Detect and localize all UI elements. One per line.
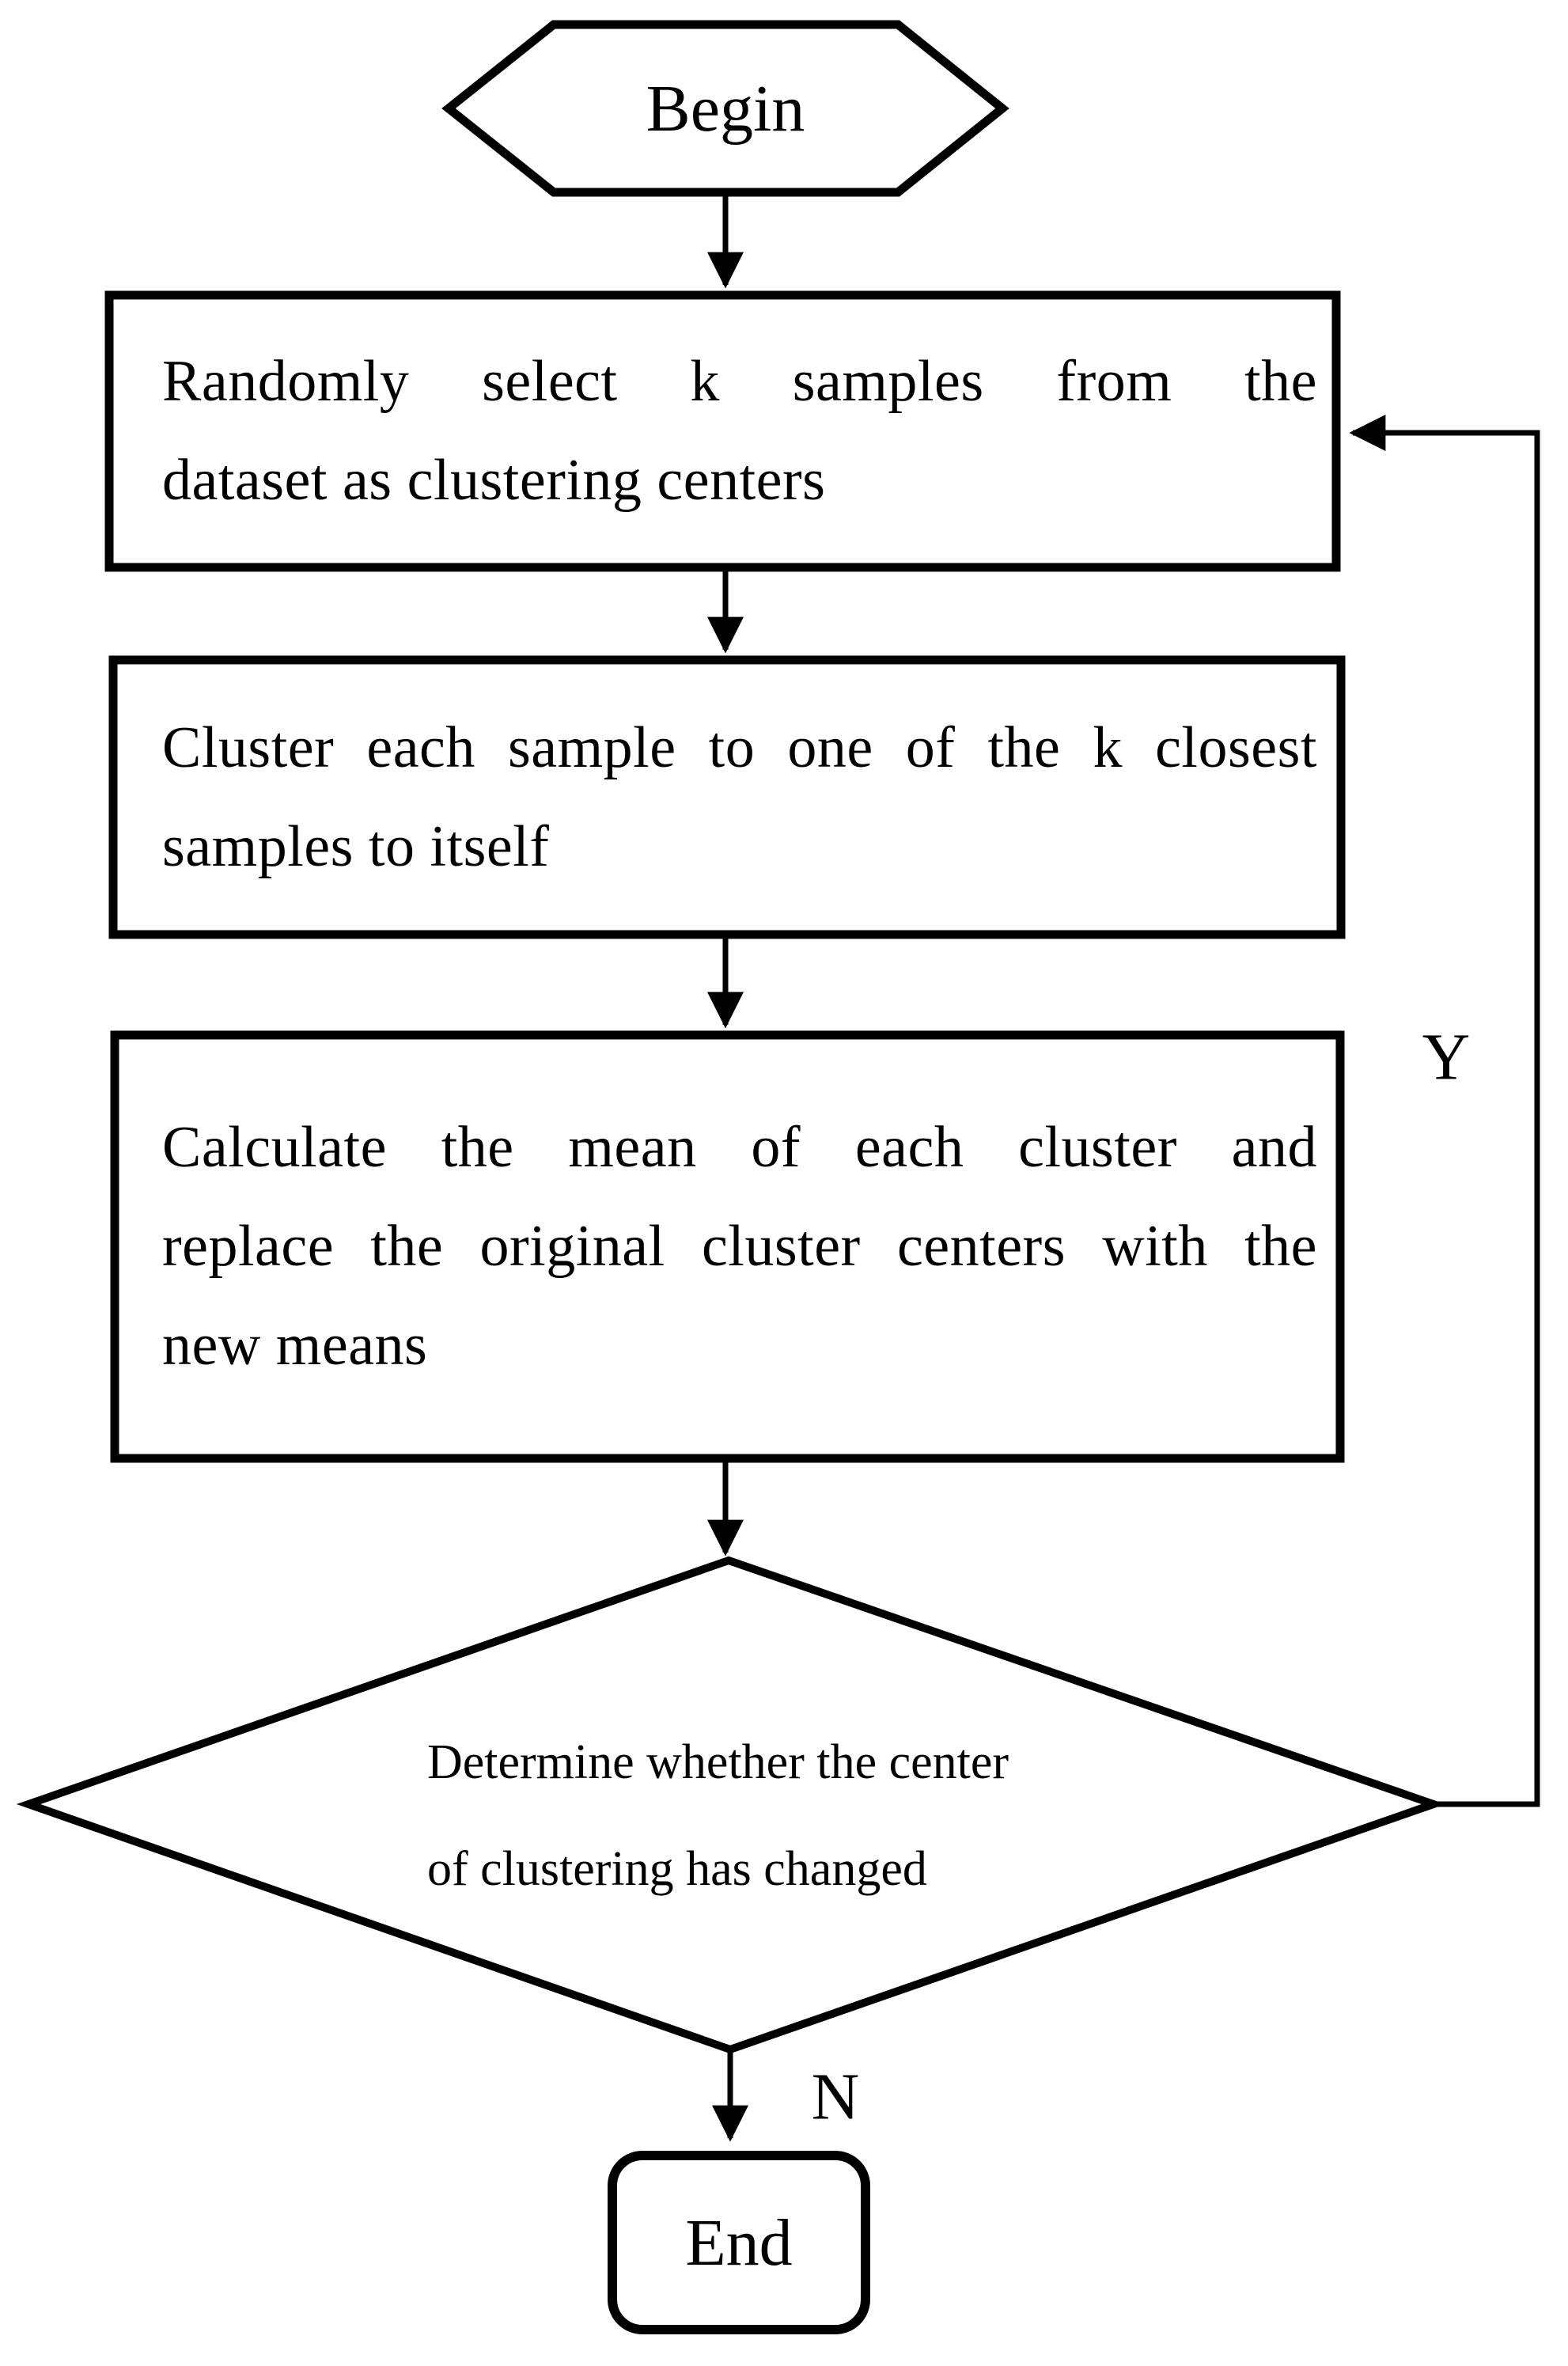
step1-box [104, 290, 1341, 572]
step2-line-1: Cluster each sample to one of the k clos… [162, 715, 1317, 780]
decision-line-2: of clustering has changed [427, 1842, 927, 1896]
end-label: End [685, 2205, 793, 2280]
step1-line-2: dataset as clustering centers [162, 448, 826, 513]
loop-decision-to-step1 [1349, 415, 1540, 1807]
decision-line-1: Determine whether the center [427, 1735, 1009, 1789]
step3-box [110, 1030, 1345, 1463]
begin-hexagon [441, 20, 1009, 197]
step1-line-1: Randomly select k samples from the [162, 349, 1317, 414]
begin-label: Begin [646, 71, 805, 146]
step3-line-3: new means [162, 1313, 428, 1378]
yes-branch-label: Y [1422, 1020, 1471, 1094]
step1-text: Randomly select k samples from the datas… [162, 291, 1317, 571]
no-branch-label: N [811, 2060, 860, 2134]
step3-text: Calculate the mean of each cluster and r… [162, 1031, 1317, 1462]
step2-line-2: samples to itself [162, 813, 550, 879]
step2-text: Cluster each sample to one of the k clos… [162, 656, 1317, 938]
step3-line-2: replace the original cluster centers wit… [162, 1214, 1317, 1279]
end-rounded-box [608, 2151, 870, 2334]
step3-line-1: Calculate the mean of each cluster and [162, 1115, 1317, 1180]
step2-box [108, 655, 1346, 939]
decision-diamond [16, 1556, 1446, 2054]
decision-text: Determine whether the center of clusteri… [427, 1709, 1009, 1923]
